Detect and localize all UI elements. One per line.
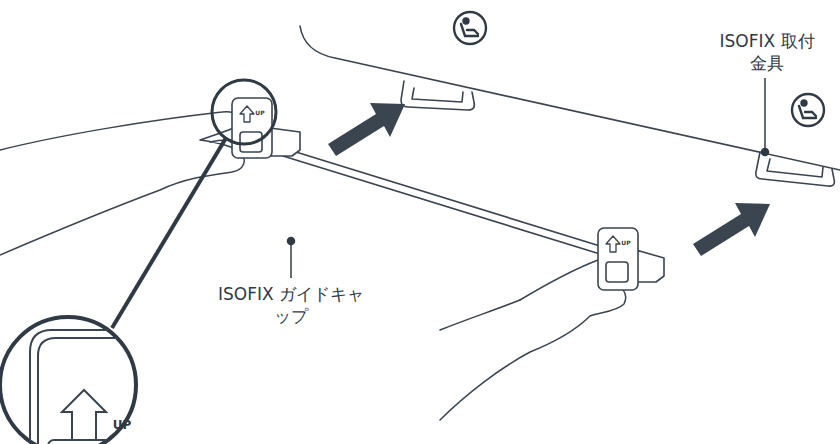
part-label: ISOFIX ガイドキャップ [216,283,366,327]
isofix-anchor-slot [412,88,463,102]
part-label: ISOFIX 取付金具 [717,30,817,74]
up-mark: UP [619,240,633,246]
magnifier [0,80,276,444]
up-mark: UP [253,110,267,116]
isofix-anchor-slot [767,159,823,177]
guide-cap [232,98,664,290]
child-seat-icon [454,12,824,126]
isofix-anchor [756,152,835,186]
up-mark: UP [107,418,137,434]
isofix-anchor [401,81,474,110]
up-arrow-icon [240,106,620,252]
leader-line [288,78,769,278]
seat-edge [300,26,840,170]
